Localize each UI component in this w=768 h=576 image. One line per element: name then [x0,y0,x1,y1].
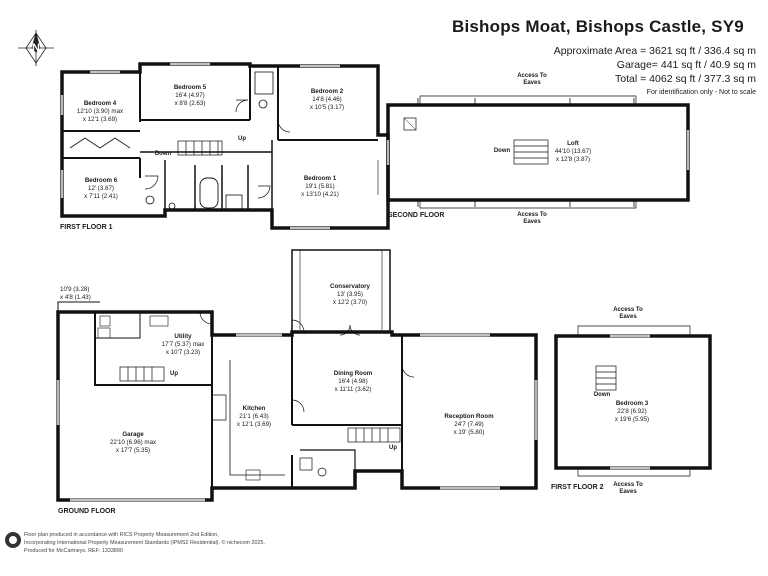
footer-line-2: Incorporating International Property Mea… [24,540,265,546]
room-dim2: x 10'7 (3.23) [165,348,201,356]
room-utility: Utility 17'7 (5.37) max x 10'7 (3.23) [162,333,205,356]
room-name: Bedroom 2 [310,88,344,95]
identification-note: For identification only - Not to scale [646,89,756,96]
room-name: Bedroom 1 [303,175,337,182]
stair-down-label: Down [154,151,172,157]
nichecom-logo-icon [5,532,21,548]
room-dim1: 21'1 (6.43) [239,412,269,420]
room-dim1: 19'1 (5.81) [305,182,335,190]
utility-stair-up-label: Up [170,371,178,377]
room-dim2: x 12'1 (3.69) [236,420,272,428]
room-bedroom-6: Bedroom 6 12' (3.67) x 7'11 (2.41) [84,177,118,200]
room-dim2: x 12'2 (3.70) [332,298,368,306]
room-dim1: 22'10 (6.96) max [109,438,157,446]
second-floor-plan [386,95,690,209]
room-garage: Garage 22'10 (6.96) max x 17'7 (5.35) [110,431,156,454]
room-dim1: 14'8 (4.46) [312,95,342,103]
room-name: Kitchen [242,405,266,412]
bedroom3-access-top: Access To Eaves [613,307,643,321]
room-dim1: 22'8 (6.92) [617,407,647,415]
room-dim1: 10'9 (3.28) [60,286,90,293]
room-dim1: 16'4 (4.98) [338,377,368,385]
room-dim2: x 7'11 (2.41) [84,192,118,200]
room-name: Dining Room [333,370,373,377]
property-title: Bishops Moat, Bishops Castle, SY9 [452,17,744,36]
loft-access-top: Access To Eaves [517,73,547,87]
room-name: Utility [174,333,192,340]
room-dim2: x 10'5 (3.17) [309,103,345,111]
stair-up-label: Up [238,136,246,142]
room-dim2: x 4'8 (1.43) [60,293,91,301]
eaves-label: Eaves [523,218,541,225]
ground-floor-plan [56,249,538,502]
room-dining: Dining Room 16'4 (4.98) x 11'11 (3.62) [334,370,373,393]
room-conservatory: Conservatory 13' (3.95) x 12'2 (3.70) [330,283,370,306]
room-dim2: x 13'10 (4.21) [301,190,339,198]
access-to-label: Access To [613,482,643,488]
access-to-label: Access To [517,73,547,79]
room-dim1: 16'4 (4.97) [175,91,205,99]
room-dim1: 12'10 (3.90) max [76,107,124,115]
room-dim1: 13' (3.95) [337,290,363,298]
room-name: Conservatory [330,283,370,290]
room-dim2: x 12'1 (3.69) [82,115,118,123]
second-floor-label: SECOND FLOOR [388,212,445,219]
room-name: Garage [122,431,144,438]
hall-stair-up-label: Up [389,445,397,451]
loft-stair-down-label: Down [493,148,511,154]
room-dim2: x 11'11 (3.62) [334,385,372,393]
room-bedroom-4: Bedroom 4 12'10 (3.90) max x 12'1 (3.69) [77,100,123,123]
room-reception: Reception Room 24'7 (7.49) x 19' (5.80) [444,413,493,436]
room-bedroom-5: Bedroom 5 16'4 (4.97) x 8'8 (2.63) [174,84,206,107]
bedroom3-stair-down-label: Down [593,392,611,398]
access-to-label: Access To [517,212,547,218]
room-dim2: x 19'6 (5.95) [614,415,650,423]
footer-line-3: Produced for McCartneys. REF: 1333890 [24,548,123,554]
room-dim2: x 12'8 (3.87) [555,155,591,163]
approx-area: Approximate Area = 3621 sq ft / 336.4 sq… [553,45,756,57]
north-compass-icon [18,30,54,66]
room-bedroom-3: Bedroom 3 22'8 (6.92) x 19'6 (5.95) [615,400,649,423]
room-name: Reception Room [444,413,494,420]
room-name: Loft [567,140,579,147]
room-dim2: x 8'8 (2.63) [174,99,206,107]
room-dim1: 12' (3.67) [88,184,114,192]
room-name: Bedroom 4 [83,100,117,107]
eaves-label: Eaves [619,488,637,495]
room-name: Bedroom 5 [173,84,207,91]
bedroom3-access-bottom: Access To Eaves [613,482,643,496]
eaves-label: Eaves [523,79,541,86]
first-floor-1-label: FIRST FLOOR 1 [60,224,113,231]
room-kitchen: Kitchen 21'1 (6.43) x 12'1 (3.69) [237,405,271,428]
room-bedroom-1: Bedroom 1 19'1 (5.81) x 13'10 (4.21) [301,175,339,198]
room-loft: Loft 44'10 (13.67) x 12'8 (3.87) [555,140,591,163]
compass-north-label: N [32,42,40,54]
room-name: Bedroom 3 [615,400,649,407]
room-dim1: 24'7 (7.49) [454,420,484,428]
room-name: Bedroom 6 [84,177,118,184]
loft-access-bottom: Access To Eaves [517,212,547,226]
first-floor-2-label: FIRST FLOOR 2 [551,484,604,491]
garage-area: Garage= 441 sq ft / 40.9 sq m [616,59,756,71]
room-dim1: 17'7 (5.37) max [161,340,205,348]
room-dim2: x 17'7 (5.35) [115,446,151,454]
room-bedroom-2: Bedroom 2 14'8 (4.46) x 10'5 (3.17) [310,88,344,111]
first-floor-2-plan [554,325,712,477]
footer-line-1: Floor plan produced in accordance with R… [24,532,219,538]
ground-floor-label: GROUND FLOOR [58,508,116,515]
room-dim2: x 19' (5.80) [453,428,485,436]
total-area: Total = 4062 sq ft / 377.3 sq m [615,73,756,85]
access-to-label: Access To [613,307,643,313]
room-dim1: 44'10 (13.67) [554,147,592,155]
first-floor-1-plan [60,62,390,230]
outbuilding-dimensions: 10'9 (3.28) x 4'8 (1.43) [60,286,91,302]
eaves-label: Eaves [619,313,637,320]
